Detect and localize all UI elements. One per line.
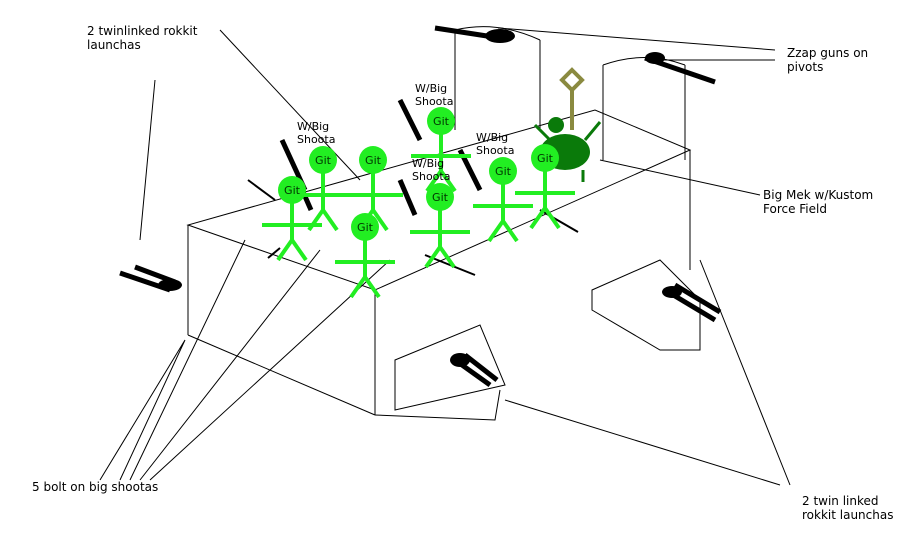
label-rokkit-top: 2 twinlinked rokkit launchas [87, 24, 198, 52]
label-shoota: W/Big Shoota [412, 157, 451, 183]
git-figure: Git [410, 183, 470, 269]
git-label: Git [284, 184, 301, 197]
label-shoota: W/Big Shoota [415, 82, 454, 108]
git-label: Git [315, 154, 332, 167]
git-label: Git [432, 191, 449, 204]
label-shoota: W/Big Shoota [476, 131, 515, 157]
git-label: Git [495, 165, 512, 178]
git-figure: Git [293, 146, 353, 232]
label-bolt-on: 5 bolt on big shootas [32, 480, 159, 494]
git-label: Git [365, 154, 382, 167]
git-figure: Git [335, 213, 395, 299]
gun-mounts [158, 29, 682, 367]
git-figure: Git [343, 146, 403, 232]
git-label: Git [433, 115, 450, 128]
git-figure: Git [515, 144, 575, 230]
git-label: Git [537, 152, 554, 165]
glyph-icon [559, 67, 585, 130]
label-shoota: W/Big Shoota [297, 120, 336, 146]
label-big-mek: Big Mek w/Kustom Force Field [763, 188, 874, 216]
git-label: Git [357, 221, 374, 234]
git-figure: Git [473, 157, 533, 243]
git-figure: Git [411, 107, 471, 193]
hull-outline [99, 26, 791, 486]
label-rokkit-bottom: 2 twin linked rokkit launchas [802, 494, 894, 522]
label-zzap-guns: Zzap guns on pivots [787, 46, 869, 74]
git-figure: Git [262, 176, 322, 262]
